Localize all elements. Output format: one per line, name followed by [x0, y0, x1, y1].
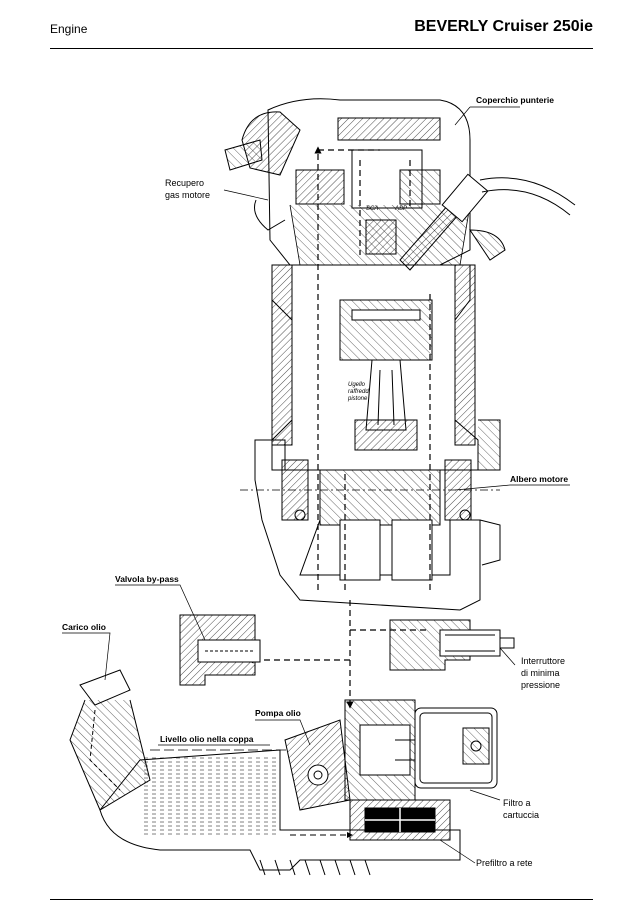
label-recupero: Recupero: [165, 178, 204, 188]
gas-recovery-pipe: [224, 139, 286, 231]
label-interruttore: Interruttore: [521, 656, 565, 666]
document-title: BEVERLY Cruiser 250ie: [414, 18, 593, 35]
label-livello-olio: Livello olio nella coppa: [160, 734, 254, 744]
oil-sump: [99, 749, 461, 876]
label-raffredd: raffredd.: [348, 389, 370, 395]
label-di-minima: di minima: [521, 668, 560, 678]
label-pompa-olio: Pompa olio: [255, 708, 301, 718]
label-sca: SCA: [366, 206, 378, 212]
label-filtro-a: Filtro a: [503, 798, 531, 808]
label-carico-olio: Carico olio: [62, 622, 106, 632]
oil-flow-paths: [246, 146, 431, 709]
label-pressione: pressione: [521, 680, 560, 690]
cylinder-block: [271, 264, 479, 471]
bypass-valve: [179, 614, 261, 686]
oil-filler-tube: [69, 669, 151, 811]
mesh-prefilter: [290, 799, 451, 841]
label-ugello: Ugello: [348, 382, 366, 388]
label-asp: ASP: [394, 206, 407, 212]
leader-lines: [62, 106, 570, 864]
label-cartuccia: cartuccia: [503, 810, 539, 820]
label-valvola-bypass: Valvola by-pass: [115, 574, 179, 584]
injector-assembly: [399, 173, 576, 271]
label-gas-motore: gas motore: [165, 190, 210, 200]
header-rule: [50, 48, 593, 49]
section-label: Engine: [50, 22, 88, 36]
cartridge-filter: [395, 707, 498, 789]
label-coperchio-punterie: Coperchio punterie: [476, 95, 554, 105]
footer-rule: [50, 899, 593, 900]
label-prefiltro: Prefiltro a rete: [476, 858, 533, 868]
label-albero-motore: Albero motore: [510, 474, 568, 484]
pressure-switch: [389, 619, 515, 671]
label-pistone: pistone: [347, 396, 368, 402]
oil-pump: [284, 699, 416, 811]
